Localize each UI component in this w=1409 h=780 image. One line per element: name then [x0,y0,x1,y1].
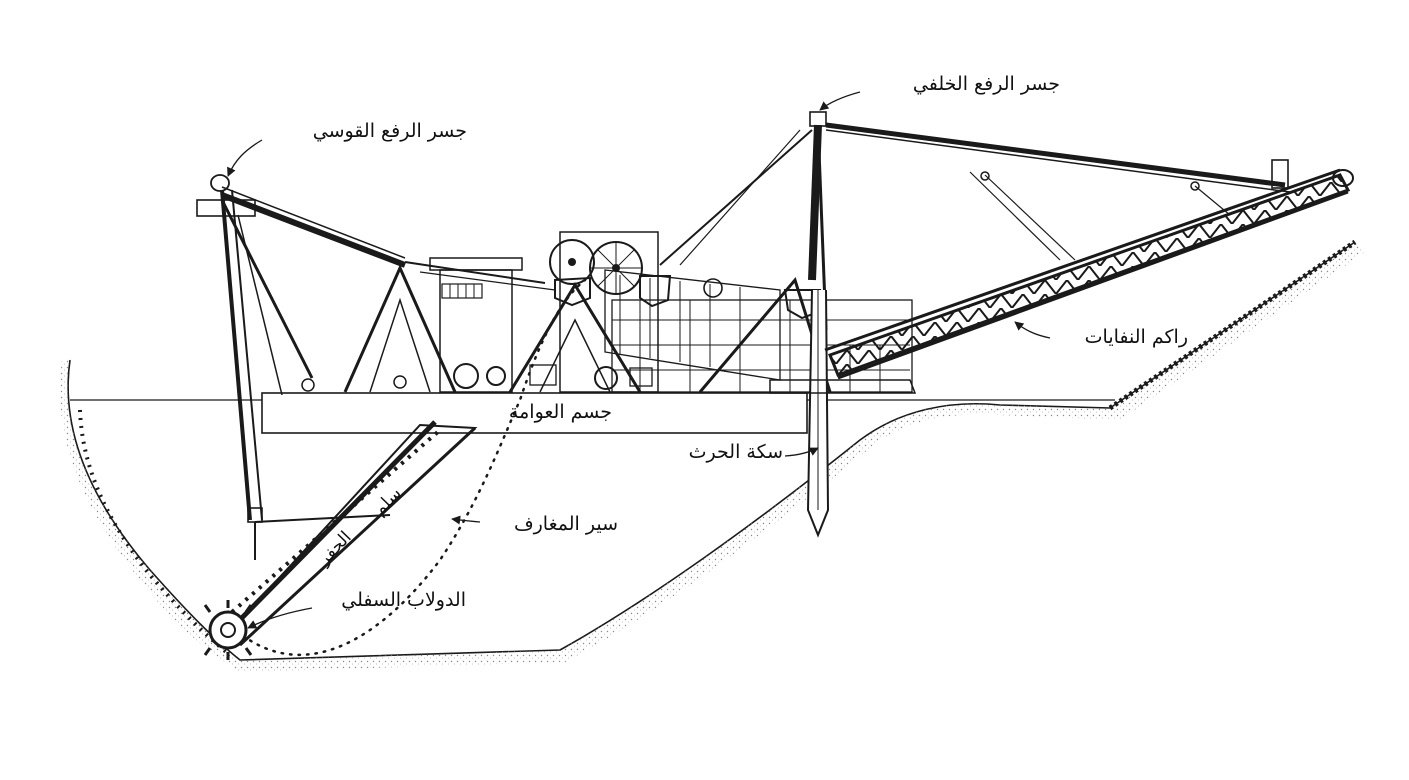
pontoon-hull [261,392,808,434]
lower-tumbler [203,600,253,660]
arch-lifting-gantry [196,174,556,560]
label-rear-lifting-bridge: جسر الرفع الخلفي [913,73,1060,95]
label-spud: سكة الحرث [689,441,783,463]
digging-ladder [221,420,478,647]
label-tailings-stacker: راكم النفايات [1085,326,1188,348]
label-pontoon-hull: جسم العوامة [509,401,612,423]
label-bucket-line: سير المغارف [514,513,618,535]
label-lower-tumbler: الدولاب السفلي [341,589,466,611]
pond-ground [60,239,1365,672]
tailings-stacker [769,168,1354,394]
leader-lines [227,91,1051,629]
label-arch-lifting-bridge: جسر الرفع القوسي [313,120,467,142]
label-digging-ladder-1: سلم [370,484,406,520]
spud [806,289,830,538]
